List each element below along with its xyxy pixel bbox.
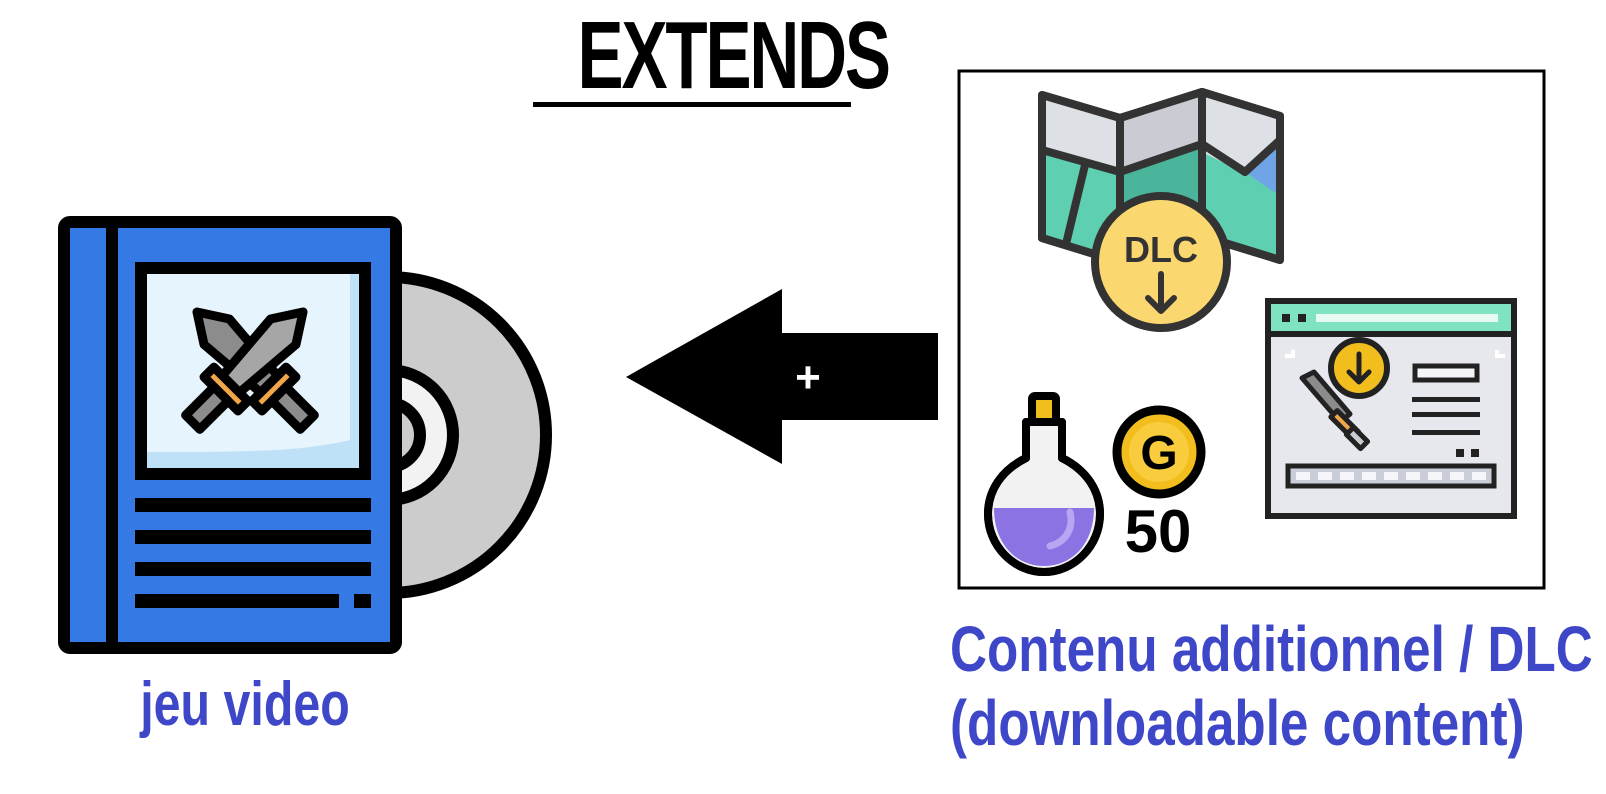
dlc-caption: Contenu additionnel / DLC (downloadable … <box>950 612 1593 760</box>
coin-amount: 50 <box>1125 498 1192 565</box>
game-case-icon <box>58 216 402 654</box>
dlc-caption-line2: (downloadable content) <box>950 687 1525 759</box>
title-underline <box>533 102 851 107</box>
game-caption-text: jeu video <box>140 670 350 739</box>
game-case-disc-icon <box>58 216 552 654</box>
dlc-content-box: DLC G 50 <box>957 69 1546 590</box>
map-dlc-icon: DLC <box>1038 88 1284 332</box>
gold-coin-icon: G <box>1112 405 1206 499</box>
download-window-icon <box>1265 298 1517 519</box>
sword-icon <box>1299 369 1371 452</box>
dlc-badge-text: DLC <box>1124 229 1198 270</box>
game-caption: jeu video <box>101 670 390 740</box>
extends-arrow: + <box>626 289 938 464</box>
potion-icon <box>984 392 1104 576</box>
arrow-plus-label: + <box>795 353 821 402</box>
dlc-caption-line1: Contenu additionnel / DLC <box>950 613 1593 685</box>
crossed-swords-icon <box>181 307 319 434</box>
coin-letter: G <box>1140 427 1177 480</box>
download-badge-icon <box>1328 337 1390 399</box>
